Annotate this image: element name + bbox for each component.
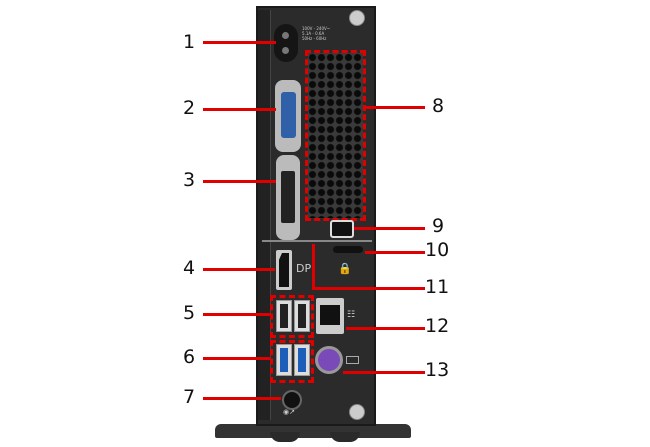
usb3-port	[276, 344, 292, 376]
inner-panel	[262, 240, 372, 242]
callout-line	[203, 357, 270, 360]
screw-icon	[349, 10, 365, 26]
usb2-highlight	[270, 295, 314, 338]
callout-11: 11	[425, 276, 450, 298]
callout-13: 13	[425, 359, 450, 381]
usb2-port	[276, 300, 292, 332]
callout-3: 3	[183, 169, 196, 191]
callout-line	[354, 227, 425, 230]
usb3-port	[294, 344, 310, 376]
callout-4: 4	[183, 257, 196, 279]
callout-line	[346, 327, 425, 330]
network-icon: ☷	[347, 310, 356, 320]
callout-line	[203, 313, 270, 316]
displayport	[276, 250, 292, 290]
callout-line	[312, 244, 315, 289]
lock-icon: 🔒	[338, 262, 352, 275]
vga-port	[275, 80, 301, 152]
callout-8: 8	[432, 95, 445, 117]
callout-9: 9	[432, 215, 445, 237]
stand-foot	[270, 432, 300, 442]
callout-2: 2	[183, 97, 196, 119]
stand	[215, 424, 411, 438]
audio-jack	[282, 390, 302, 410]
usb2-port	[294, 300, 310, 332]
callout-line	[203, 108, 276, 111]
callout-10: 10	[425, 239, 450, 261]
callout-line	[365, 251, 425, 254]
callout-7: 7	[183, 386, 196, 408]
side-rail	[258, 10, 271, 420]
power-rating: 100V - 240V~ 5.1A - 0.6A 50Hz - 60Hz	[302, 26, 330, 41]
power-connector	[274, 24, 298, 62]
callout-line	[203, 397, 281, 400]
stand-foot	[330, 432, 360, 442]
callout-1: 1	[183, 31, 196, 53]
callout-line	[203, 41, 276, 44]
dp-label: DP	[296, 262, 312, 275]
callout-line	[203, 268, 275, 271]
usb3-highlight	[270, 340, 314, 383]
callout-6: 6	[183, 346, 196, 368]
vent-highlight	[305, 50, 366, 221]
padlock-ring	[330, 220, 354, 238]
callout-5: 5	[183, 302, 196, 324]
ps2-port	[315, 346, 343, 374]
headset-icon: ◉↗	[283, 408, 295, 416]
dvi-port	[276, 155, 300, 240]
callout-line	[365, 106, 425, 109]
ethernet-port	[316, 298, 344, 334]
power-rating-voltage: 100V - 240V~	[302, 26, 331, 31]
callout-line	[343, 371, 425, 374]
power-rating-frequency: 50Hz - 60Hz	[302, 36, 327, 41]
keyboard-icon	[346, 356, 359, 364]
callout-12: 12	[425, 315, 450, 337]
ventilation-grill	[308, 53, 363, 218]
screw-icon	[349, 404, 365, 420]
callout-line	[312, 287, 425, 290]
security-lock-slot	[333, 246, 363, 253]
power-rating-current: 5.1A - 0.6A	[302, 31, 325, 36]
callout-line	[203, 180, 276, 183]
